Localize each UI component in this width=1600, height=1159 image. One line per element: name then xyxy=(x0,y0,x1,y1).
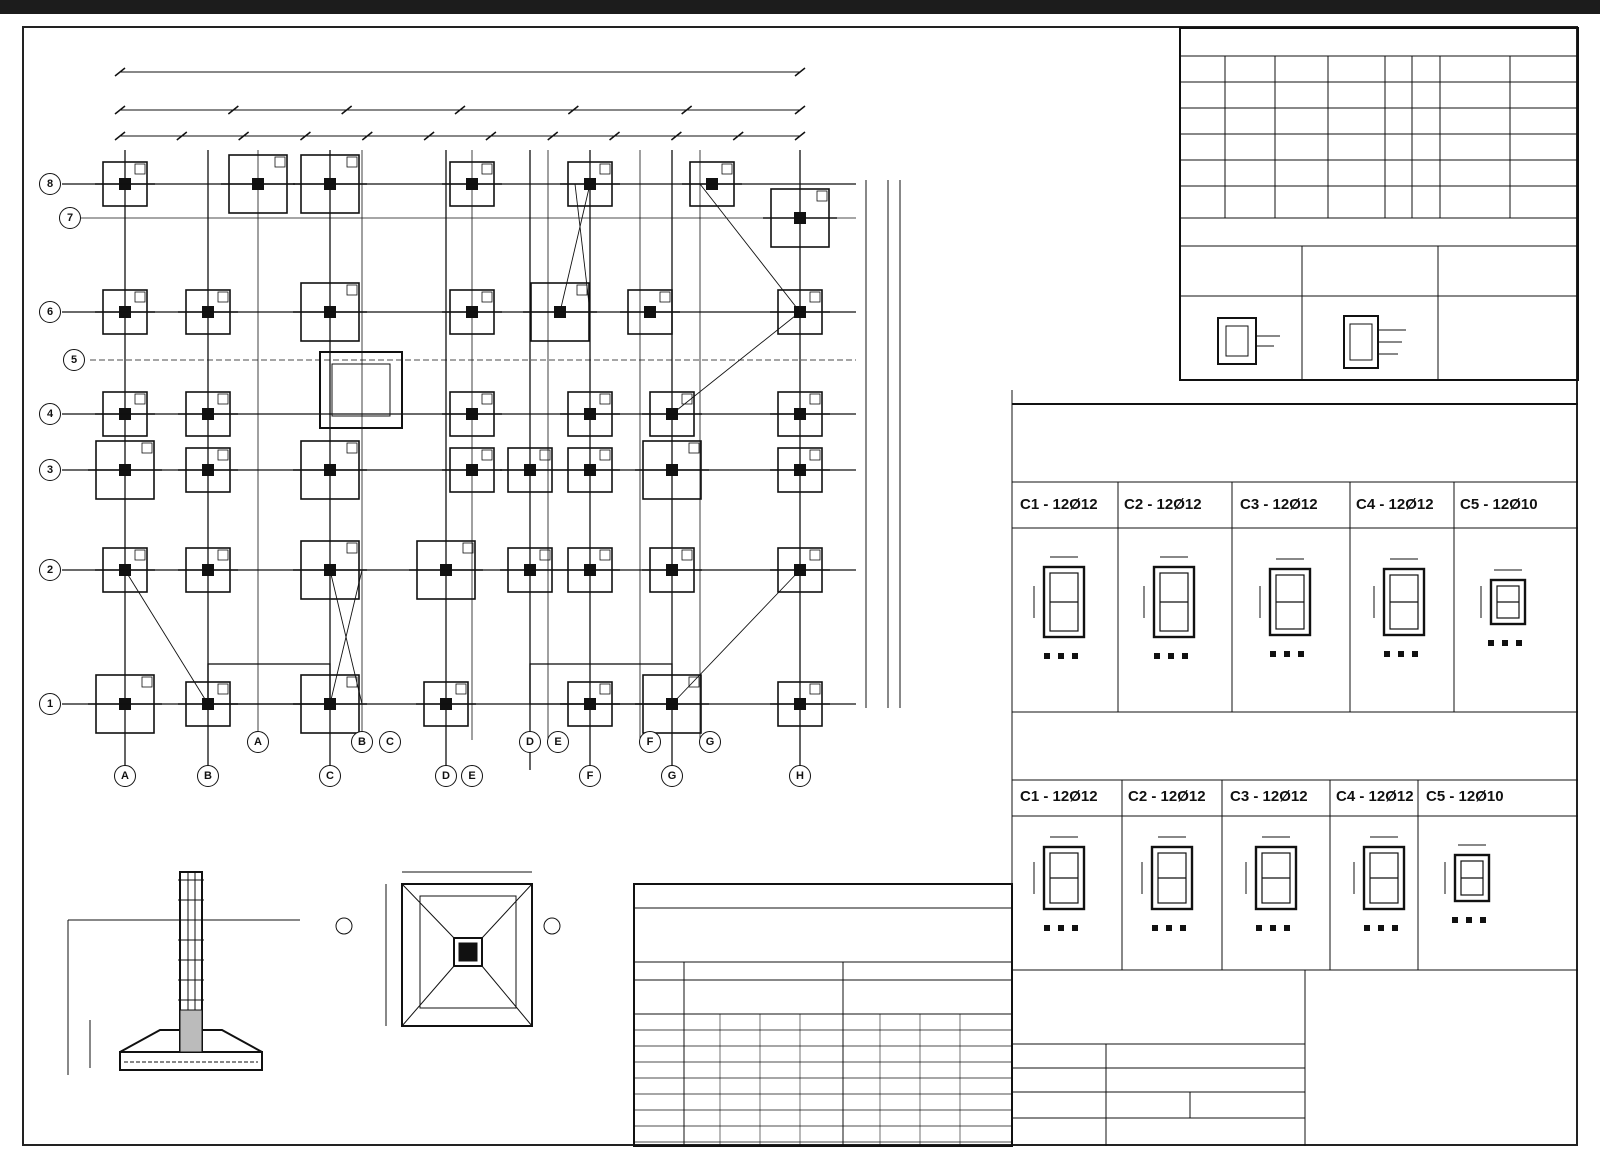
footing-section-details xyxy=(67,871,561,1075)
grid-bubble-col-7: G xyxy=(661,765,683,787)
grid-bubble-col-8: H xyxy=(789,765,811,787)
bar-label-c2: C2 - 12Ø12 xyxy=(1124,496,1202,513)
bar-label-c2-b: C2 - 12Ø12 xyxy=(1128,788,1206,805)
bar-label-c1-b: C1 - 12Ø12 xyxy=(1020,788,1098,805)
grid-bubble-sub-5: E xyxy=(547,731,569,753)
grid-bubble-col-2: B xyxy=(197,765,219,787)
grid-bubble-sub-6: F xyxy=(639,731,661,753)
grid-bubble-col-6: F xyxy=(579,765,601,787)
window-top-bar xyxy=(0,0,1600,14)
grid-bubble-sub-2: B xyxy=(351,731,373,753)
development-length-grid xyxy=(634,1014,1012,1146)
column-schedule-table xyxy=(1179,27,1579,381)
reinforcement-detail-panel xyxy=(1011,390,1578,1146)
bar-label-c3-b: C3 - 12Ø12 xyxy=(1230,788,1308,805)
grid-bubble-sub-1: A xyxy=(247,731,269,753)
grid-bubble-row-1: 1 xyxy=(39,693,61,715)
grid-bubble-sub-3: C xyxy=(379,731,401,753)
grid-bubble-row-7: 7 xyxy=(59,207,81,229)
bar-label-c1: C1 - 12Ø12 xyxy=(1020,496,1098,513)
grid-bubble-sub-7: G xyxy=(699,731,721,753)
grid-bubble-col-3: C xyxy=(319,765,341,787)
grid-bubble-row-5: 5 xyxy=(63,349,85,371)
grid-bubble-row-4: 4 xyxy=(39,403,61,425)
bar-label-c5-b: C5 - 12Ø10 xyxy=(1426,788,1504,805)
bar-label-c5: C5 - 12Ø10 xyxy=(1460,496,1538,513)
grid-bubble-col-1: A xyxy=(114,765,136,787)
grid-bubble-row-2: 2 xyxy=(39,559,61,581)
column-layout-plan xyxy=(62,67,901,770)
grid-bubble-row-6: 6 xyxy=(39,301,61,323)
grid-bubble-row-8: 8 xyxy=(39,173,61,195)
bar-label-c3: C3 - 12Ø12 xyxy=(1240,496,1318,513)
grid-bubble-row-3: 3 xyxy=(39,459,61,481)
grid-bubble-sub-4: D xyxy=(519,731,541,753)
detail-glyphs xyxy=(1033,556,1527,931)
bar-label-c4-b: C4 - 12Ø12 xyxy=(1336,788,1414,805)
bar-label-c4: C4 - 12Ø12 xyxy=(1356,496,1434,513)
development-length-table xyxy=(633,883,1013,1147)
grid-bubble-col-4: D xyxy=(435,765,457,787)
grid-bubble-col-5: E xyxy=(461,765,483,787)
